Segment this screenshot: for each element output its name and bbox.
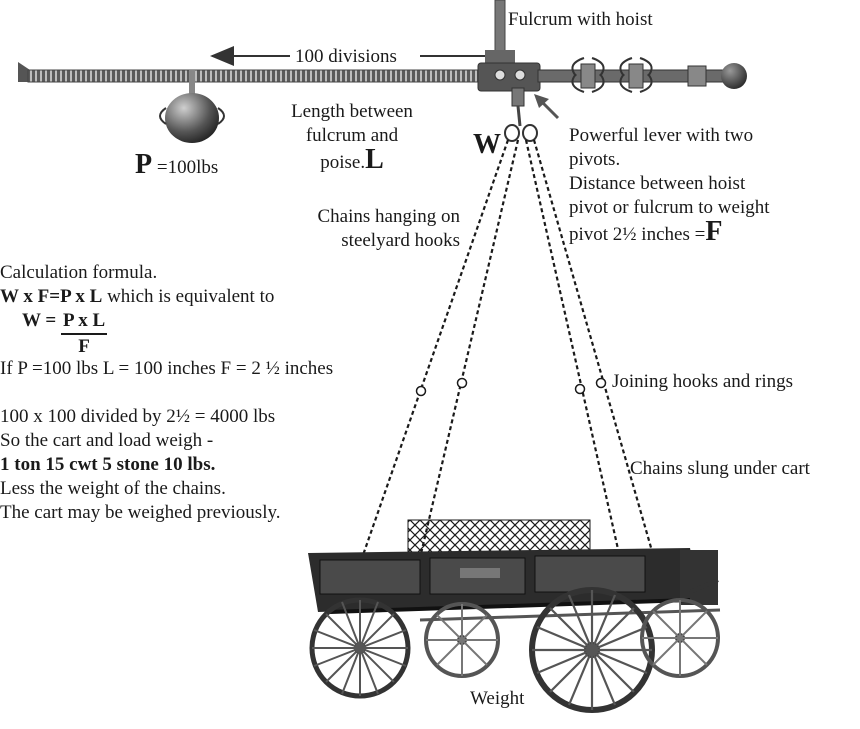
formula-given: If P =100 lbs L = 100 inches F = 2 ½ inc… [0, 358, 334, 379]
wagon-wheel-front-right [640, 598, 720, 678]
wagon-wheel-rear-right [424, 602, 500, 678]
weight-hook [504, 105, 538, 142]
wagon-wheel-rear-left [309, 597, 411, 699]
weight-label: Weight [470, 688, 525, 709]
formula-heading: Calculation formula. [0, 262, 158, 283]
cart-load [407, 519, 591, 553]
lever-line-1: Powerful lever with two [569, 125, 754, 146]
fraction: P x L F [60, 309, 108, 359]
length-line-1: Length between [291, 101, 413, 122]
poise-label: P =100lbs [135, 151, 219, 180]
equation-rest: which is equivalent to [102, 286, 275, 307]
lever-line-5-text: pivot 2½ inches = [569, 224, 706, 245]
lever-pointer-arrow [534, 94, 560, 120]
lever-short-arm [537, 57, 747, 93]
wagon-wheel-front-left [529, 587, 655, 713]
length-line-3: poise.L [272, 146, 432, 175]
fraction-denominator: F [78, 336, 90, 357]
lever-line-2: pivots. [569, 149, 621, 170]
lever-line-4: pivot or fulcrum to weight [569, 197, 770, 218]
lever-line-5: pivot 2½ inches =F [569, 218, 770, 247]
length-symbol: L [365, 144, 384, 175]
f-symbol: F [705, 216, 723, 247]
formula-result: 1 ton 15 cwt 5 stone 10 lbs. [0, 454, 216, 475]
joining-label: Joining hooks and rings [612, 371, 794, 392]
length-label: Length between fulcrum and poise.L [272, 100, 432, 175]
fulcrum-hoist [477, 0, 541, 107]
poise-weight [159, 70, 225, 143]
fulcrum-label: Fulcrum with hoist [508, 9, 653, 30]
fraction-block: W = P x L F [0, 309, 333, 357]
wagon [308, 548, 721, 713]
formula-calc: 100 x 100 divided by 2½ = 4000 lbs [0, 406, 276, 427]
length-line-2: fulcrum and [305, 125, 399, 146]
formula-less: Less the weight of the chains. [0, 478, 226, 499]
w-equals: W = [22, 310, 57, 331]
lever-line-3: Distance between hoist [569, 173, 746, 194]
chains-hanging-line-1: Chains hanging on [317, 206, 461, 227]
joining-rings [415, 377, 607, 397]
length-line-3-text: poise. [320, 152, 366, 173]
formula-cart-weigh: So the cart and load weigh - [0, 430, 214, 451]
calculation-block: Calculation formula. W x F=P x L which i… [0, 261, 333, 525]
chains-hanging-label: Chains hanging on steelyard hooks [290, 205, 461, 253]
lever-description: Powerful lever with two pivots. Distance… [569, 124, 770, 247]
p-value: =100lbs [156, 157, 219, 178]
divisions-label: 100 divisions [293, 45, 399, 69]
chains-hanging-line-2: steelyard hooks [341, 230, 460, 251]
p-symbol: P [135, 149, 153, 180]
chains [360, 139, 656, 559]
fraction-numerator: P x L [60, 309, 108, 335]
equation-lhs: W x F=P x L [0, 286, 103, 307]
slung-label: Chains slung under cart [630, 458, 810, 479]
steelyard-beam [18, 62, 484, 83]
formula-equation: W x F=P x L which is equivalent to [0, 285, 333, 309]
formula-previously: The cart may be weighed previously. [0, 502, 281, 523]
w-symbol: W [473, 129, 501, 160]
